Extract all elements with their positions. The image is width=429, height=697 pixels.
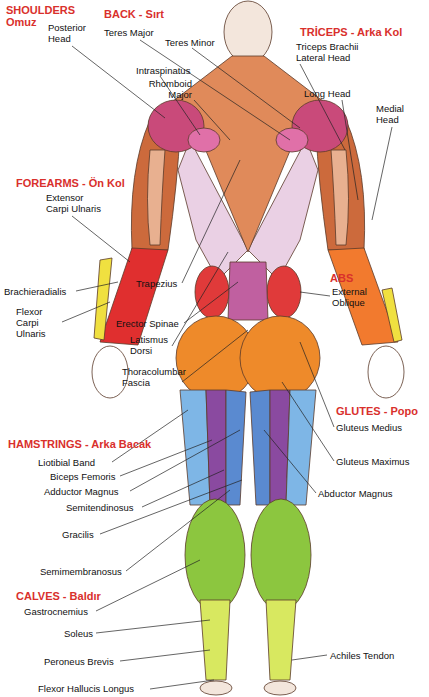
- muscle-label: Peroneus Brevis: [44, 656, 114, 667]
- muscle-label: Achiles Tendon: [330, 650, 394, 661]
- group-heading: FOREARMS - Ön Kol: [16, 177, 125, 189]
- muscle-label: Gluteus Medius: [336, 422, 402, 433]
- muscle-label: Latismus Dorsi: [130, 334, 174, 356]
- muscle-label: Thoracolumbar Fascia: [122, 366, 182, 388]
- muscle-label: Teres Minor: [165, 37, 215, 48]
- muscle-label: Brachieradialis: [4, 286, 66, 297]
- muscle-label: Gastrocnemius: [24, 606, 88, 617]
- group-heading: HAMSTRINGS - Arka Bacak: [8, 438, 151, 450]
- muscle-label: Medial Head: [376, 103, 412, 125]
- muscle-label: Teres Major: [104, 27, 154, 38]
- muscle-label: Semimembranosus: [40, 566, 122, 577]
- group-heading: ABS: [330, 272, 353, 284]
- muscle-label: Adductor Magnus: [44, 486, 118, 497]
- muscle-label: Rhomboid Major: [138, 78, 192, 100]
- muscle-label: Gracilis: [62, 529, 94, 540]
- muscle-label: External Oblique: [332, 286, 382, 308]
- muscle-label: Abductor Magnus: [318, 488, 392, 499]
- muscle-label: Liotibial Band: [38, 457, 95, 468]
- group-heading: CALVES - Baldır: [16, 590, 101, 602]
- muscle-label: Flexor Carpi Ulnaris: [16, 306, 64, 339]
- muscle-label: Soleus: [64, 628, 93, 639]
- group-heading: GLUTES - Popo: [336, 405, 418, 417]
- muscle-label: Extensor Carpi Ulnaris: [46, 192, 101, 214]
- group-heading: TRİCEPS - Arka Kol: [300, 26, 402, 38]
- muscle-label: Long Head: [304, 88, 350, 99]
- muscle-label: Trapezius: [136, 278, 177, 289]
- muscle-label: Gluteus Maximus: [336, 456, 409, 467]
- muscle-label: Semitendinosus: [66, 502, 134, 513]
- muscle-label: Erector Spinae: [116, 318, 179, 329]
- muscle-label: Flexor Hallucis Longus: [38, 683, 134, 694]
- muscle-label: Posterior Head: [48, 22, 90, 44]
- muscle-label: Triceps Brachii Lateral Head: [296, 41, 366, 63]
- group-heading: BACK - Sırt: [104, 8, 164, 20]
- muscle-label: Intraspinatus: [136, 65, 190, 76]
- muscle-label: Biceps Femoris: [50, 471, 115, 482]
